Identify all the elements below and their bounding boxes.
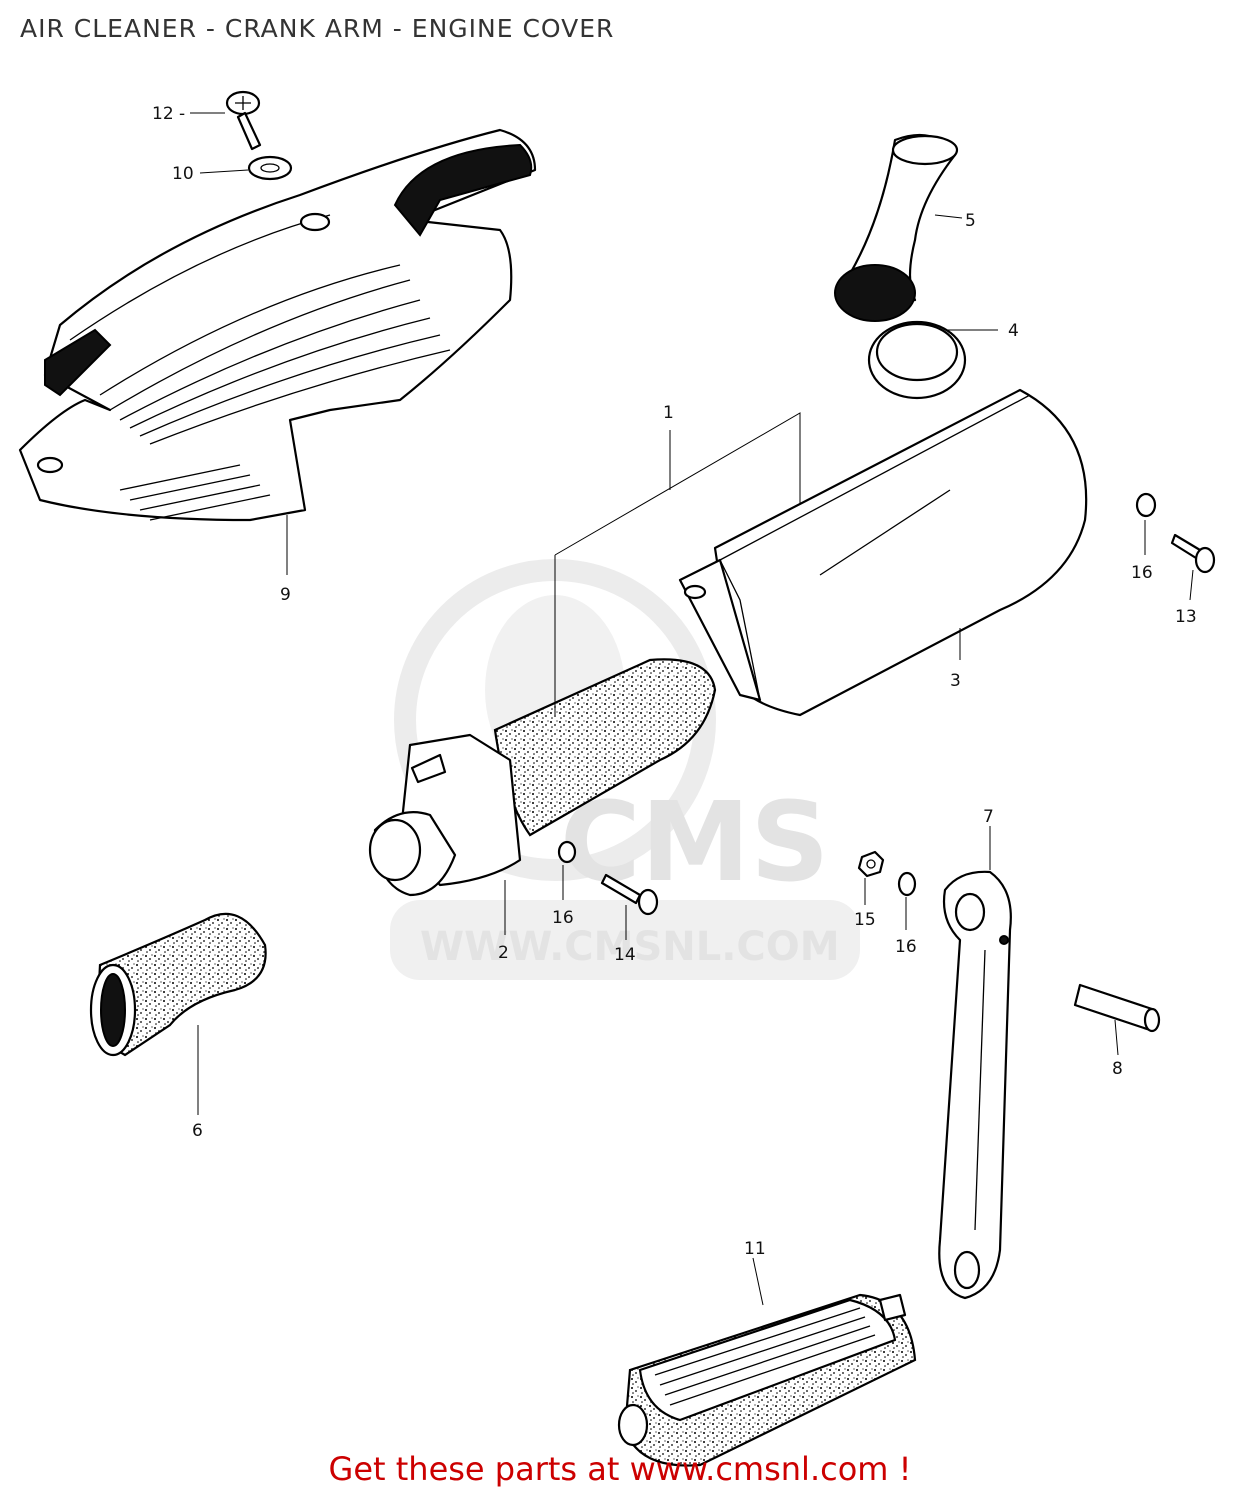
callout-15: 15	[854, 910, 876, 930]
washer-16-center	[557, 840, 577, 864]
callout-2: 2	[498, 943, 509, 963]
callout-4: 4	[1008, 321, 1019, 341]
callout-3: 3	[950, 671, 961, 691]
page-title: AIR CLEANER - CRANK ARM - ENGINE COVER	[20, 14, 615, 43]
watermark-brand: CMS	[560, 778, 829, 906]
callout-13: 13	[1175, 607, 1197, 627]
footer-parts-link[interactable]: Get these parts at www.cmsnl.com !	[328, 1450, 912, 1488]
engine-cover	[18, 128, 537, 522]
leader-lines	[190, 112, 1194, 1306]
screw-13	[1170, 533, 1216, 574]
washer-16-right	[897, 871, 917, 897]
callout-11: 11	[744, 1239, 766, 1259]
watermark-url: WWW.CMSNL.COM	[420, 924, 840, 970]
callout-6: 6	[192, 1121, 203, 1141]
callout-9: 9	[280, 585, 291, 605]
washer-10	[247, 155, 293, 181]
callout-16-center: 16	[552, 908, 574, 928]
nut-15	[857, 850, 885, 878]
callout-16-right: 16	[895, 937, 917, 957]
air-cleaner-case	[368, 658, 717, 897]
connecting-tube	[89, 912, 267, 1057]
ring-4	[867, 320, 967, 400]
callout-12: 12 -	[152, 104, 185, 124]
crank-arm	[938, 870, 1012, 1300]
pedal	[617, 1293, 917, 1467]
pedal-shaft	[1073, 983, 1161, 1033]
washer-16-upper	[1135, 492, 1157, 518]
screw-14	[600, 873, 659, 916]
air-cleaner-cover	[678, 388, 1088, 717]
callout-7: 7	[983, 807, 994, 827]
callout-10: 10	[172, 164, 194, 184]
callout-1: 1	[663, 403, 674, 423]
callout-8: 8	[1112, 1059, 1123, 1079]
callout-5: 5	[965, 211, 976, 231]
callout-labels: 12 - 10 9 5 4 1 3 16 13 2 16 14 15 16 7 …	[152, 104, 1197, 1259]
callout-14: 14	[614, 945, 636, 965]
screw-12	[225, 90, 262, 151]
intake-tube	[834, 133, 959, 322]
callout-16-upper: 16	[1131, 563, 1153, 583]
